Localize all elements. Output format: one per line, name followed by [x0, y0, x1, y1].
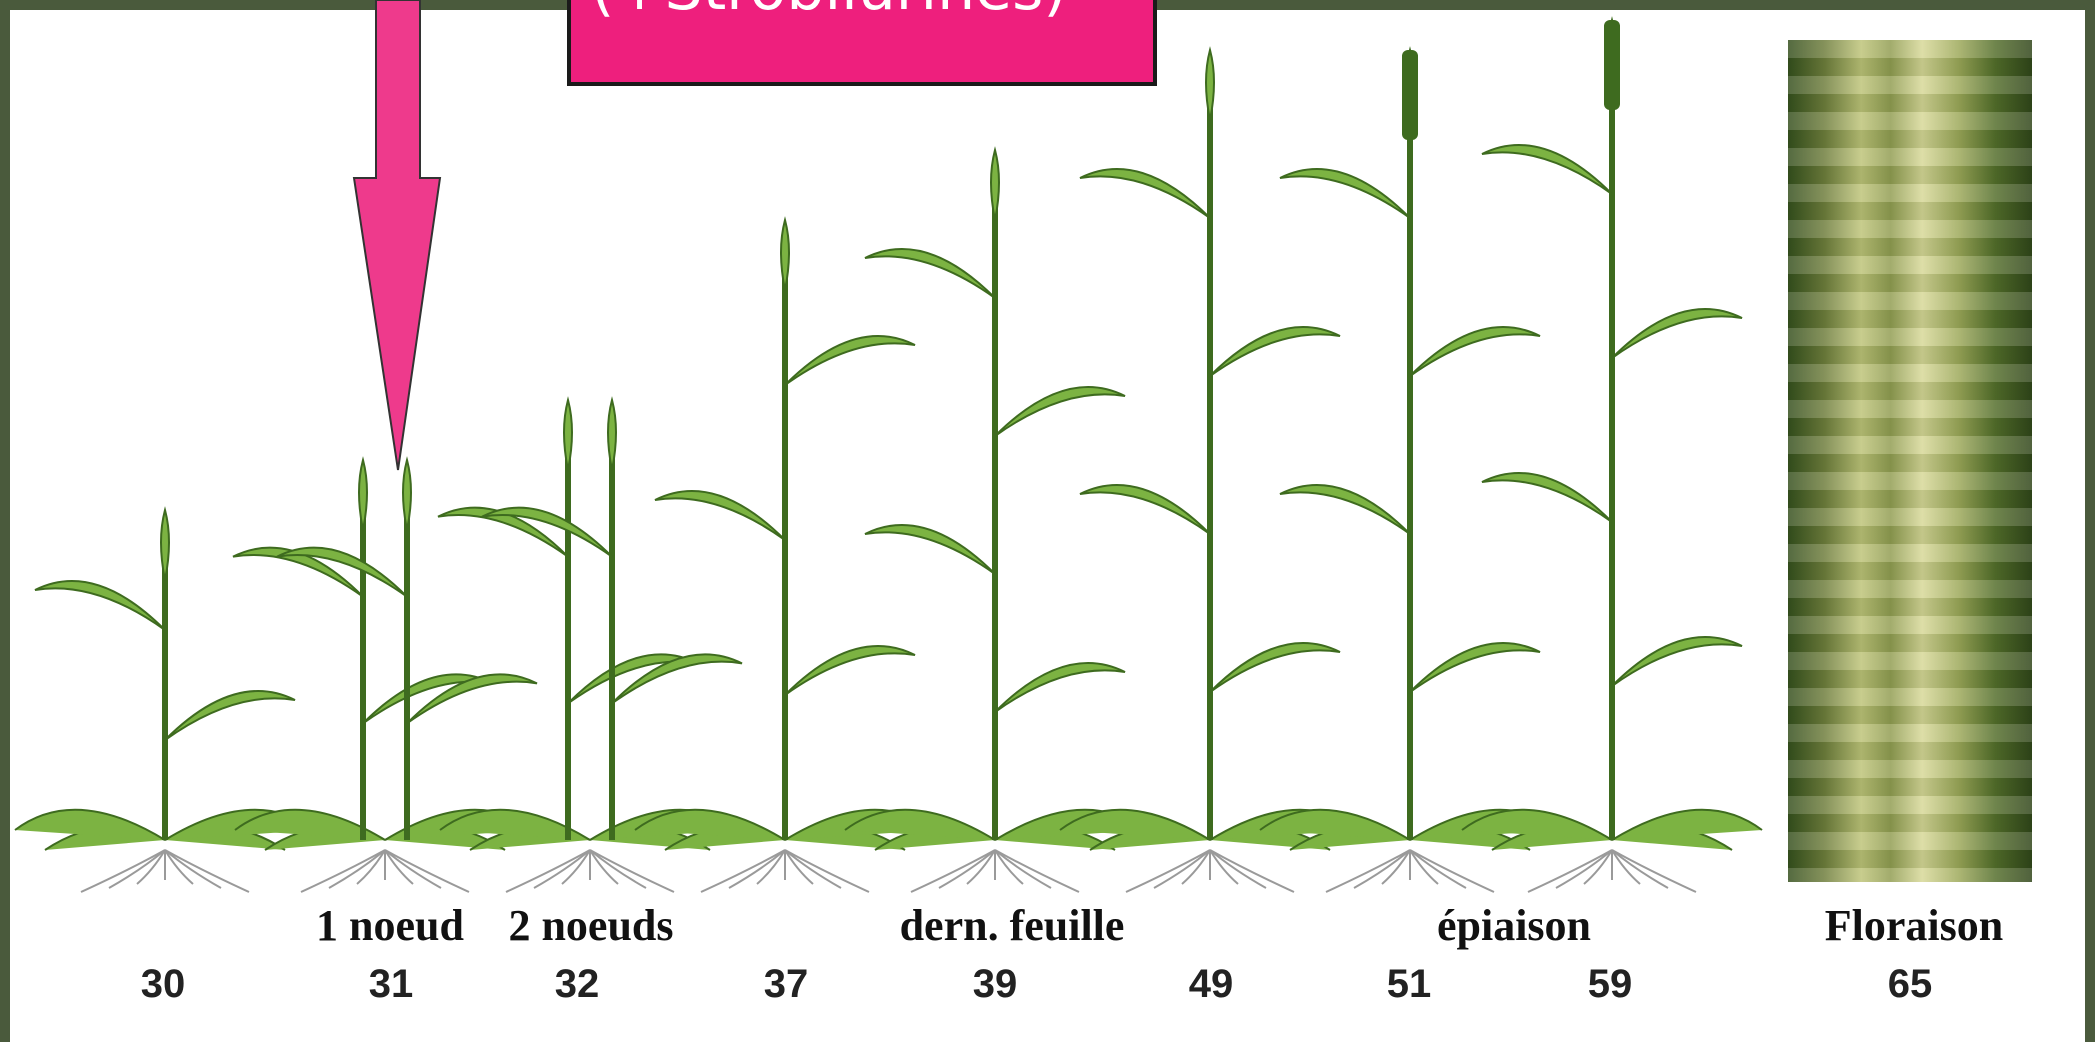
plant-root: [1126, 850, 1210, 892]
plant-root: [1154, 850, 1210, 888]
plant-root: [995, 850, 1079, 892]
plant-root: [939, 850, 995, 888]
stage-label-epiaison: épiaison: [1437, 900, 1591, 951]
stage-label-31: 1 noeud: [316, 900, 464, 951]
plant-root: [301, 850, 385, 892]
plant-leaf: [995, 663, 1125, 712]
plant-root: [534, 850, 590, 888]
plant-root: [1410, 850, 1494, 892]
plant-leaf: [35, 581, 165, 630]
plant-leaf: [1210, 643, 1340, 692]
plant-root: [1354, 850, 1410, 888]
plant-root: [165, 850, 249, 892]
plant-leaf: [1280, 485, 1410, 534]
plant-root: [911, 850, 995, 892]
arrow-icon: [354, 0, 440, 470]
plant-root: [1210, 850, 1294, 892]
plant-leaf: [482, 508, 612, 557]
stage-code-59: 59: [1588, 962, 1633, 1007]
plant-root: [1556, 850, 1612, 888]
plant-root: [1528, 850, 1612, 892]
flowering-wheat-photo: [1788, 40, 2032, 882]
wheat-ear: [1604, 20, 1620, 110]
plant-root: [701, 850, 785, 892]
plant-leaf-tip: [1206, 50, 1214, 120]
plant-root: [1612, 850, 1696, 892]
plant-leaf-tip: [781, 220, 789, 290]
plant-root: [329, 850, 385, 888]
plant-leaf: [865, 249, 995, 298]
plant-root: [785, 850, 869, 892]
plant-root: [590, 850, 674, 892]
plant-leaf-tip: [564, 400, 572, 470]
plant-leaf: [655, 491, 785, 540]
stage-code-31: 31: [369, 962, 414, 1007]
plant-leaf-tip: [991, 150, 999, 220]
plant-leaf: [1482, 145, 1612, 194]
plant-leaf: [1410, 643, 1540, 692]
stage-code-37: 37: [764, 962, 809, 1007]
plant-leaf: [1080, 485, 1210, 534]
wheat-ear: [1402, 50, 1418, 140]
plant-root: [109, 850, 165, 888]
stage-label-39: dern. feuille: [900, 900, 1125, 951]
plant-leaf: [1482, 473, 1612, 522]
stage-code-39: 39: [973, 962, 1018, 1007]
plant-root: [81, 850, 165, 892]
plant-leaf: [1410, 327, 1540, 376]
plant-root: [385, 850, 469, 892]
plant-leaf-tip: [161, 510, 169, 580]
stage-code-51: 51: [1387, 962, 1432, 1007]
stage-code-32: 32: [555, 962, 600, 1007]
plant-leaf: [865, 525, 995, 574]
plant-root: [729, 850, 785, 888]
plant-leaf: [165, 691, 295, 740]
plant-leaf: [277, 548, 407, 597]
plant-leaf: [1612, 637, 1742, 686]
plant-leaf-tip: [403, 460, 411, 530]
stage-label-32: 2 noeuds: [508, 900, 673, 951]
plant-leaf-tip: [608, 400, 616, 470]
plant-leaf: [1210, 327, 1340, 376]
plant-root: [506, 850, 590, 892]
plant-leaf: [785, 646, 915, 695]
plant-leaf: [785, 336, 915, 385]
stage-code-65: 65: [1888, 962, 1933, 1007]
stage-label-65: Floraison: [1825, 900, 2003, 951]
plant-leaf: [1280, 169, 1410, 218]
plant-leaf: [1080, 169, 1210, 218]
plant-leaf-tip: [359, 460, 367, 530]
stage-code-30: 30: [141, 962, 186, 1007]
plant-root: [1326, 850, 1410, 892]
plant-leaf: [1612, 309, 1742, 358]
stage-code-49: 49: [1189, 962, 1234, 1007]
plant-leaf: [995, 387, 1125, 436]
